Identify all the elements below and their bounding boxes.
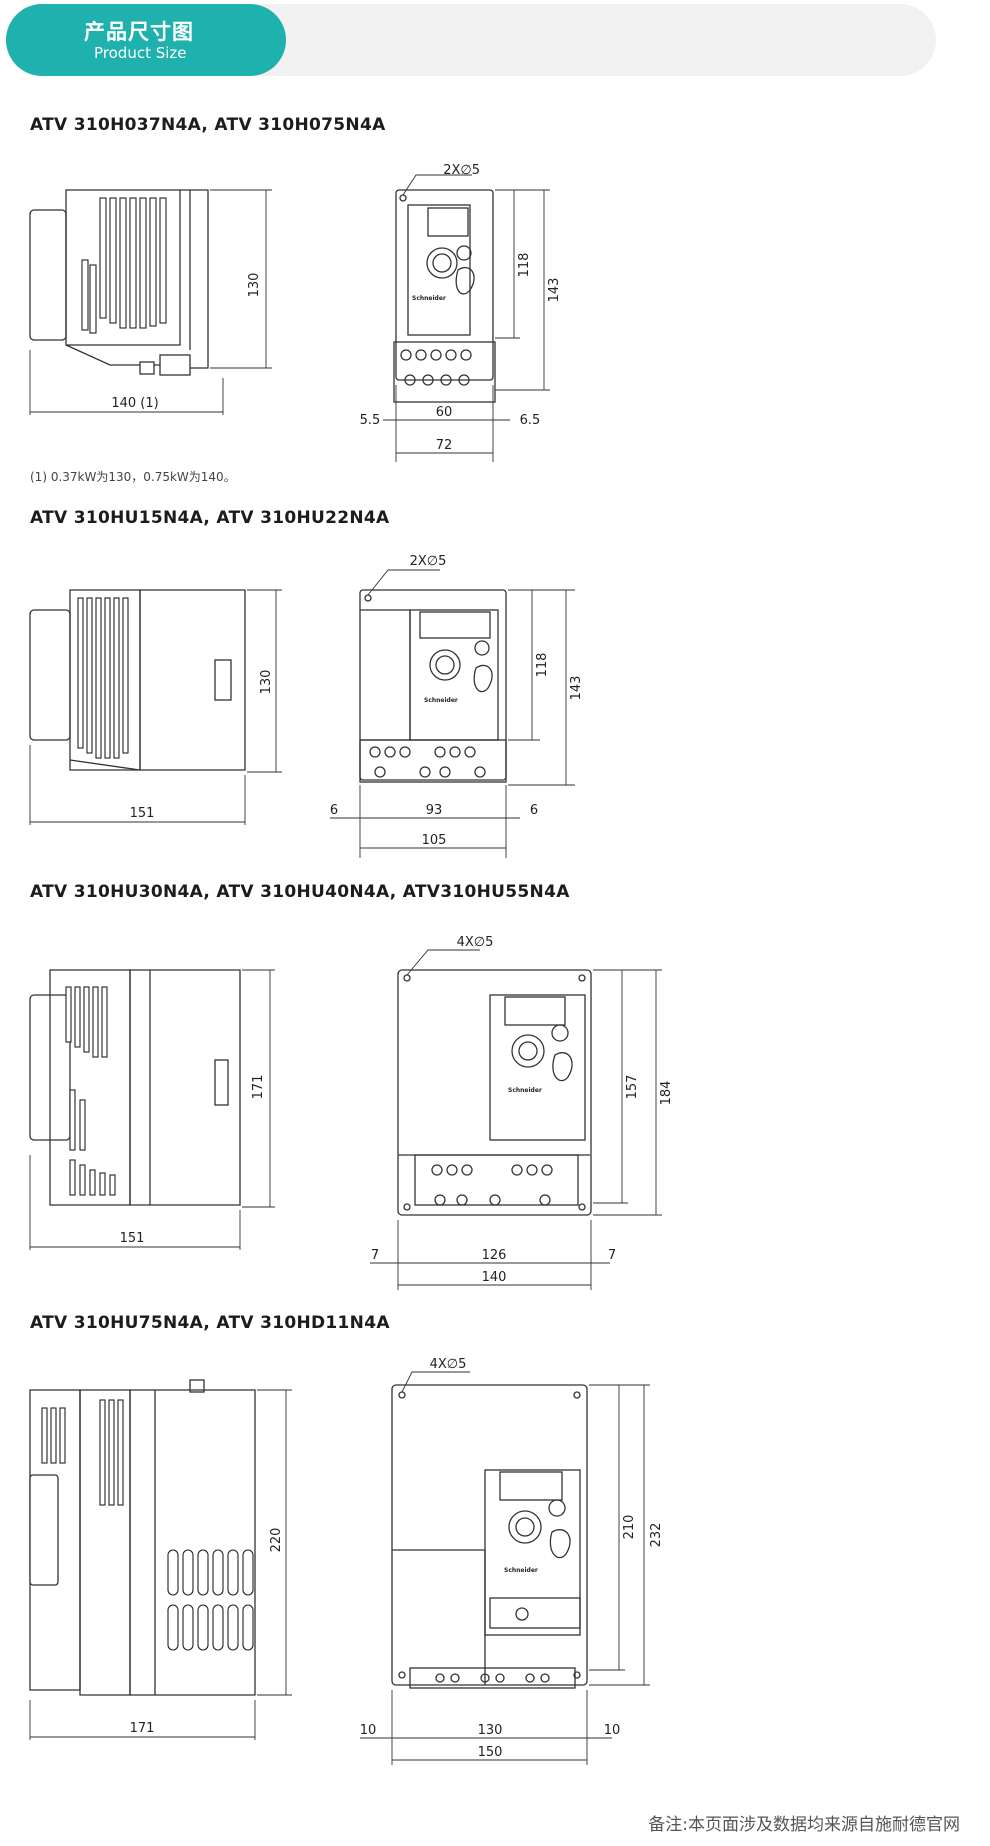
front-left-margin-2: 6 xyxy=(330,803,338,818)
front-holes-2: 2X∅5 xyxy=(410,554,447,569)
front-hole-spacing-3: 126 xyxy=(482,1248,507,1263)
terminals-top-1 xyxy=(400,349,472,361)
footer-note: 备注:本页面涉及数据均来源自施耐德官网 xyxy=(648,1815,960,1835)
front-inner-height-2: 118 xyxy=(535,653,550,678)
side-view-1 xyxy=(29,189,272,415)
front-holes-1: 2X∅5 xyxy=(443,163,480,178)
front-inner-height-4: 210 xyxy=(622,1515,637,1540)
front-width-2: 105 xyxy=(422,833,447,848)
front-view-3: Schneider xyxy=(370,949,662,1290)
side-depth-4: 171 xyxy=(130,1721,155,1736)
section-4-heading: ATV 310HU75N4A, ATV 310HD11N4A xyxy=(30,1313,390,1333)
section-3-heading: ATV 310HU30N4A, ATV 310HU40N4A, ATV310HU… xyxy=(30,882,570,902)
section-2-heading: ATV 310HU15N4A, ATV 310HU22N4A xyxy=(30,508,390,528)
header-banner: 产品尺寸图 Product Size xyxy=(6,4,286,76)
brand-label-2: Schneider xyxy=(424,697,458,704)
side-view-4 xyxy=(29,1379,292,1740)
front-hole-spacing-1: 60 xyxy=(436,405,453,420)
front-holes-4: 4X∅5 xyxy=(430,1357,467,1372)
front-right-margin-2: 6 xyxy=(530,803,538,818)
section-1-drawing: 130 140 (1) Schneider 2X∅5 118 143 5.5 6… xyxy=(29,163,562,462)
brand-label-4: Schneider xyxy=(504,1567,538,1574)
side-height-2: 130 xyxy=(259,670,274,695)
banner-title-cn: 产品尺寸图 xyxy=(84,20,194,44)
front-left-margin-4: 10 xyxy=(360,1723,377,1738)
side-view-2 xyxy=(29,589,282,825)
front-right-margin-1: 6.5 xyxy=(520,413,541,428)
section-3-drawing: 171 151 Schneider 4X∅5 157 184 7 126 7 xyxy=(29,935,674,1290)
side-vents-4-left xyxy=(41,1399,124,1506)
side-height-1: 130 xyxy=(247,273,262,298)
section-4-drawing: 220 171 Schneider 4X∅5 210 232 10 130 10… xyxy=(29,1357,664,1765)
section-2-drawing: 130 151 Schneider 2X∅5 118 143 6 93 6 10… xyxy=(29,554,584,858)
front-right-margin-4: 10 xyxy=(604,1723,621,1738)
front-view-2: Schneider xyxy=(330,569,575,858)
front-inner-height-3: 157 xyxy=(625,1075,640,1100)
side-vents-2 xyxy=(77,597,129,759)
front-width-1: 72 xyxy=(436,438,453,453)
terminals-2 xyxy=(369,746,486,778)
front-total-height-4: 232 xyxy=(649,1523,664,1548)
section-1-note: (1) 0.37kW为130，0.75kW为140。 xyxy=(30,470,236,484)
front-left-margin-1: 5.5 xyxy=(360,413,381,428)
side-depth-3: 151 xyxy=(120,1231,145,1246)
front-inner-height-1: 118 xyxy=(517,253,532,278)
side-vents-3 xyxy=(65,986,116,1196)
banner-title-en: Product Size xyxy=(94,44,187,62)
front-right-margin-3: 7 xyxy=(608,1248,616,1263)
side-depth-1: 140 (1) xyxy=(111,396,158,411)
side-height-3: 171 xyxy=(251,1075,266,1100)
front-total-height-2: 143 xyxy=(569,676,584,701)
front-total-height-3: 184 xyxy=(659,1081,674,1106)
side-view-3 xyxy=(29,969,275,1250)
front-hole-spacing-2: 93 xyxy=(426,803,443,818)
brand-label-1: Schneider xyxy=(412,295,446,302)
side-vents-1 xyxy=(81,197,167,334)
front-left-margin-3: 7 xyxy=(371,1248,379,1263)
front-holes-3: 4X∅5 xyxy=(457,935,494,950)
terminals-3 xyxy=(431,1164,553,1206)
front-view-1: Schneider xyxy=(383,174,550,462)
front-width-3: 140 xyxy=(482,1270,507,1285)
terminals-bottom-1 xyxy=(404,374,470,386)
terminals-4 xyxy=(435,1673,550,1683)
side-vents-4-right xyxy=(167,1549,254,1651)
front-total-height-1: 143 xyxy=(547,278,562,303)
front-width-4: 150 xyxy=(478,1745,503,1760)
brand-label-3: Schneider xyxy=(508,1087,542,1094)
section-1-heading: ATV 310H037N4A, ATV 310H075N4A xyxy=(30,115,386,135)
front-hole-spacing-4: 130 xyxy=(478,1723,503,1738)
front-view-4: Schneider xyxy=(360,1371,650,1765)
side-height-4: 220 xyxy=(269,1528,284,1553)
side-depth-2: 151 xyxy=(130,806,155,821)
